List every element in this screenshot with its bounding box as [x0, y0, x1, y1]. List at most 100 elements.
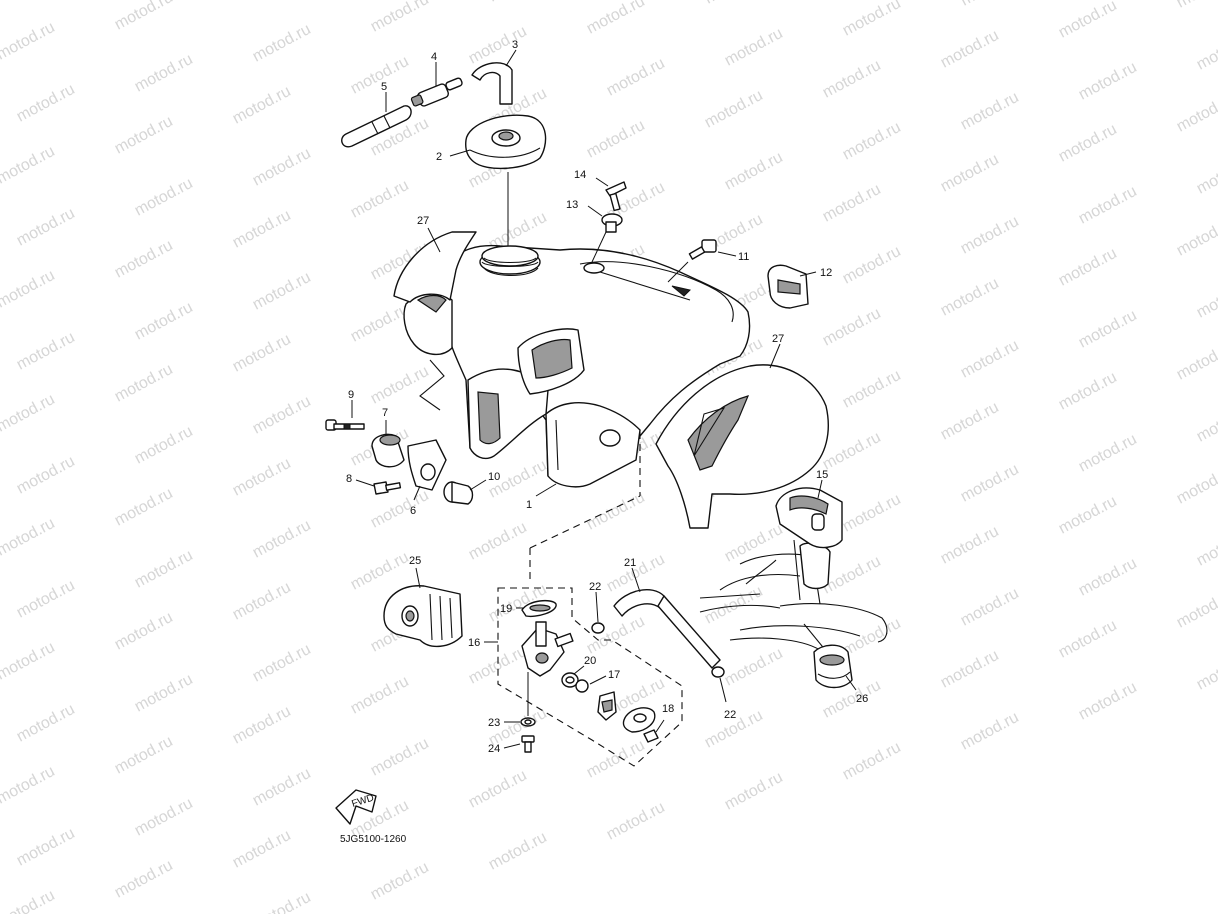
callout-22-lower: 22	[724, 709, 736, 721]
watermark-text: motod.ru	[132, 423, 196, 468]
callout-27-left: 27	[417, 215, 429, 227]
callout-7: 7	[382, 407, 388, 419]
fuel-cap-2	[465, 114, 547, 170]
watermark-text: motod.ru	[0, 763, 58, 808]
watermark-text: motod.ru	[840, 491, 904, 536]
watermark-text: motod.ru	[1194, 277, 1218, 322]
watermark-text: motod.ru	[604, 799, 668, 844]
watermark-text: motod.ru	[938, 399, 1002, 444]
cover-25	[383, 585, 463, 647]
watermark-text: motod.ru	[132, 547, 196, 592]
watermark-text: motod.ru	[0, 143, 58, 188]
watermark-text: motod.ru	[1194, 29, 1218, 74]
watermark-text: motod.ru	[132, 175, 196, 220]
watermark-text: motod.ru	[368, 363, 432, 408]
hose-5	[341, 105, 412, 148]
forward-arrow-icon: FWD	[335, 789, 377, 825]
leader-13	[591, 231, 607, 263]
watermark-text: motod.ru	[958, 585, 1022, 630]
watermark-text: motod.ru	[1056, 121, 1120, 166]
watermark-text: motod.ru	[722, 25, 786, 70]
watermark-text: motod.ru	[1174, 587, 1218, 632]
watermark-text: motod.ru	[0, 515, 58, 560]
watermark-text: motod.ru	[722, 149, 786, 194]
watermark-text: motod.ru	[112, 113, 176, 158]
collar-10	[443, 481, 474, 505]
watermark-text: motod.ru	[250, 269, 314, 314]
callout-6: 6	[410, 505, 416, 517]
callout-27-right: 27	[772, 333, 784, 345]
watermark-text: motod.ru	[1056, 493, 1120, 538]
lever-part	[597, 691, 617, 721]
watermark-text: motod.ru	[112, 485, 176, 530]
callout-14: 14	[574, 169, 586, 181]
watermark-text: motod.ru	[250, 145, 314, 190]
watermark-text: motod.ru	[1076, 183, 1140, 228]
fuel-hose-21	[613, 588, 721, 669]
watermark-text: motod.ru	[0, 19, 58, 64]
watermark-text: motod.ru	[958, 461, 1022, 506]
watermark-text: motod.ru	[938, 27, 1002, 72]
fuel-cock-body	[521, 621, 574, 677]
damper-7	[371, 433, 405, 468]
breather-hose-3	[471, 62, 513, 105]
watermark-text: motod.ru	[230, 703, 294, 748]
cover-plate	[622, 707, 656, 733]
watermark-text: motod.ru	[1174, 463, 1218, 508]
watermark-text: motod.ru	[132, 671, 196, 716]
watermark-text: motod.ru	[702, 87, 766, 132]
rubber-mount-15	[775, 487, 843, 549]
watermark-text: motod.ru	[820, 305, 884, 350]
damper-26	[813, 644, 853, 689]
watermark-text: motod.ru	[722, 645, 786, 690]
watermark-text: motod.ru	[230, 455, 294, 500]
watermark-text: motod.ru	[840, 739, 904, 784]
watermark-text: motod.ru	[584, 737, 648, 782]
callout-20: 20	[584, 655, 596, 667]
callout-18: 18	[662, 703, 674, 715]
watermark-text: motod.ru	[112, 0, 176, 34]
watermark-text: motod.ru	[1174, 0, 1218, 12]
watermark-text: motod.ru	[938, 523, 1002, 568]
fuel-tank-1	[403, 244, 751, 488]
callout-19: 19	[500, 603, 512, 615]
watermark-text: motod.ru	[230, 0, 294, 4]
shroud-27-right	[655, 364, 829, 529]
watermark-text: motod.ru	[1076, 59, 1140, 104]
watermark-text: motod.ru	[1194, 401, 1218, 446]
watermark-text: motod.ru	[112, 361, 176, 406]
callout-23: 23	[488, 717, 500, 729]
callout-1: 1	[526, 499, 532, 511]
callout-4: 4	[431, 51, 437, 63]
watermark-text: motod.ru	[958, 89, 1022, 134]
callout-17: 17	[608, 669, 620, 681]
watermark-text: motod.ru	[348, 53, 412, 98]
watermark-text: motod.ru	[584, 613, 648, 658]
watermark-text: motod.ru	[1076, 431, 1140, 476]
watermark-text: motod.ru	[132, 795, 196, 840]
watermark-text: motod.ru	[466, 767, 530, 812]
callout-22-upper: 22	[589, 581, 601, 593]
callout-3: 3	[512, 39, 518, 51]
callout-26: 26	[856, 693, 868, 705]
watermark-text: motod.ru	[1056, 245, 1120, 290]
callout-2: 2	[436, 151, 442, 163]
watermark-text: motod.ru	[250, 765, 314, 810]
watermark-text: motod.ru	[250, 21, 314, 66]
watermark-text: motod.ru	[938, 275, 1002, 320]
leader-1	[535, 483, 557, 497]
callout-21: 21	[624, 557, 636, 569]
watermark-text: motod.ru	[1076, 555, 1140, 600]
collar-bolt-13	[601, 213, 623, 233]
watermark-text: motod.ru	[840, 615, 904, 660]
callout-13: 13	[566, 199, 578, 211]
watermark-text: motod.ru	[14, 701, 78, 746]
leader-11	[667, 261, 689, 283]
watermark-text: motod.ru	[0, 639, 58, 684]
watermark-text: motod.ru	[112, 609, 176, 654]
watermark-text: motod.ru	[1174, 339, 1218, 384]
watermark-text: motod.ru	[1056, 617, 1120, 662]
watermark-text: motod.ru	[820, 429, 884, 474]
watermark-text: motod.ru	[584, 489, 648, 534]
watermark-text: motod.ru	[1056, 369, 1120, 414]
